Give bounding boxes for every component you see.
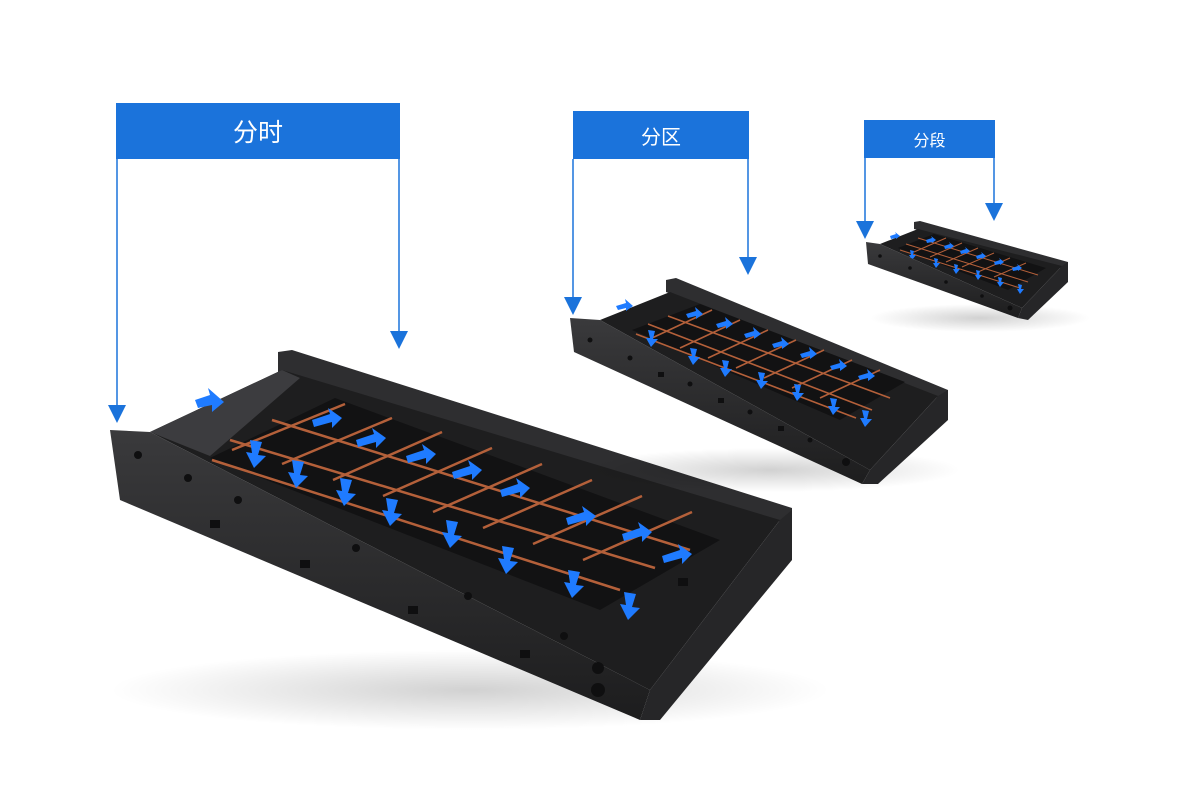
tray-front-wall: [110, 430, 650, 720]
tray-module-medium: [564, 159, 960, 492]
label-zone-division: 分区: [573, 111, 749, 159]
tray-module-small: [856, 158, 1090, 332]
flow-arrow-icon: [616, 299, 875, 427]
flow-arrow-icon: [195, 388, 692, 620]
label-time-division: 分时: [116, 103, 400, 159]
tray-module-large: [108, 159, 830, 730]
label-segment-division: 分段: [864, 120, 995, 158]
grid-dividers: [211, 402, 693, 592]
flow-arrow-icon: [890, 232, 1024, 294]
tray-end-wall: [640, 510, 792, 720]
